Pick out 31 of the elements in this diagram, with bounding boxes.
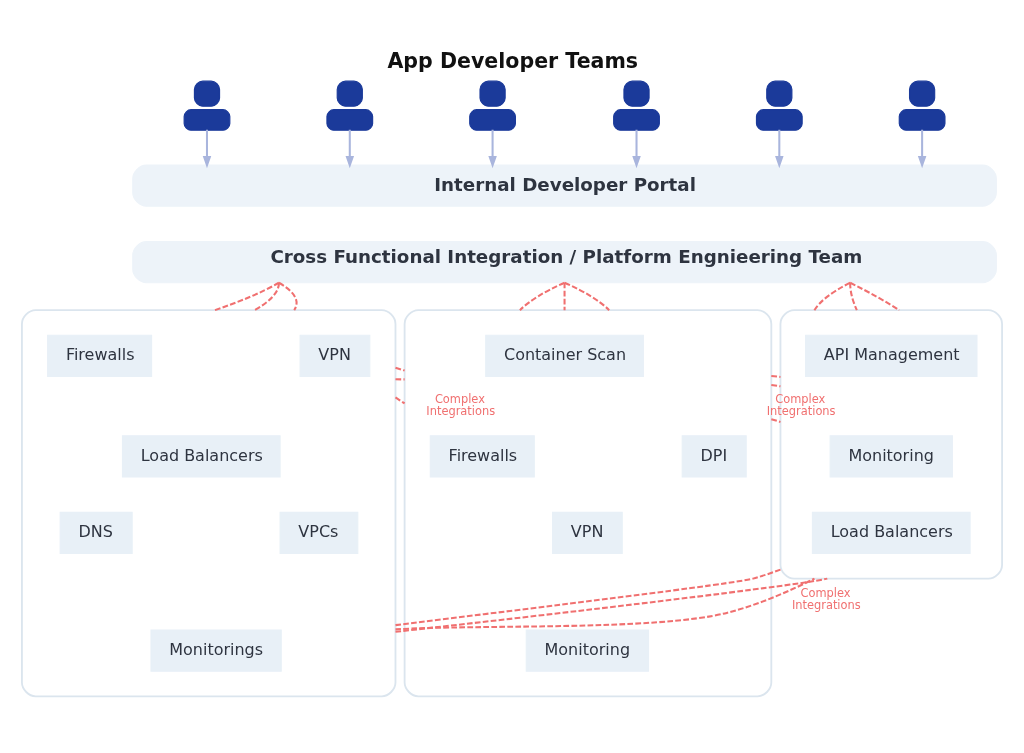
connector: [394, 396, 406, 404]
arrow: [917, 129, 927, 168]
node-box: Cross Functional Integration / Platform Engnieering Team: [132, 240, 997, 283]
connector: [771, 374, 781, 378]
arrow: [775, 129, 784, 168]
arrow: [345, 129, 355, 168]
connector: [563, 282, 566, 310]
connector: [564, 281, 610, 311]
diagram-title: App Developer Teams: [387, 48, 639, 73]
connector: [813, 281, 851, 311]
cluster: [21, 308, 397, 697]
edge-label: Complex Integrations: [791, 585, 861, 612]
arrow: [488, 129, 497, 168]
connector: [395, 568, 781, 626]
connector: [771, 383, 781, 387]
connector: [771, 417, 781, 423]
connector: [849, 281, 900, 311]
connector: [395, 377, 405, 380]
arrow: [632, 129, 641, 168]
edge-label: Complex Integrations: [766, 391, 836, 418]
node-box: Monitoring: [525, 628, 650, 672]
connector: [395, 366, 405, 372]
arrow: [202, 129, 212, 168]
connector: [849, 282, 858, 311]
connector: [214, 281, 280, 311]
node-box: Internal Developer Portal: [132, 164, 997, 207]
connector: [254, 282, 280, 311]
connector: [278, 281, 298, 311]
edge-label: Complex Integrations: [426, 391, 496, 418]
connector: [519, 281, 565, 311]
node-box: Monitorings: [150, 628, 282, 672]
